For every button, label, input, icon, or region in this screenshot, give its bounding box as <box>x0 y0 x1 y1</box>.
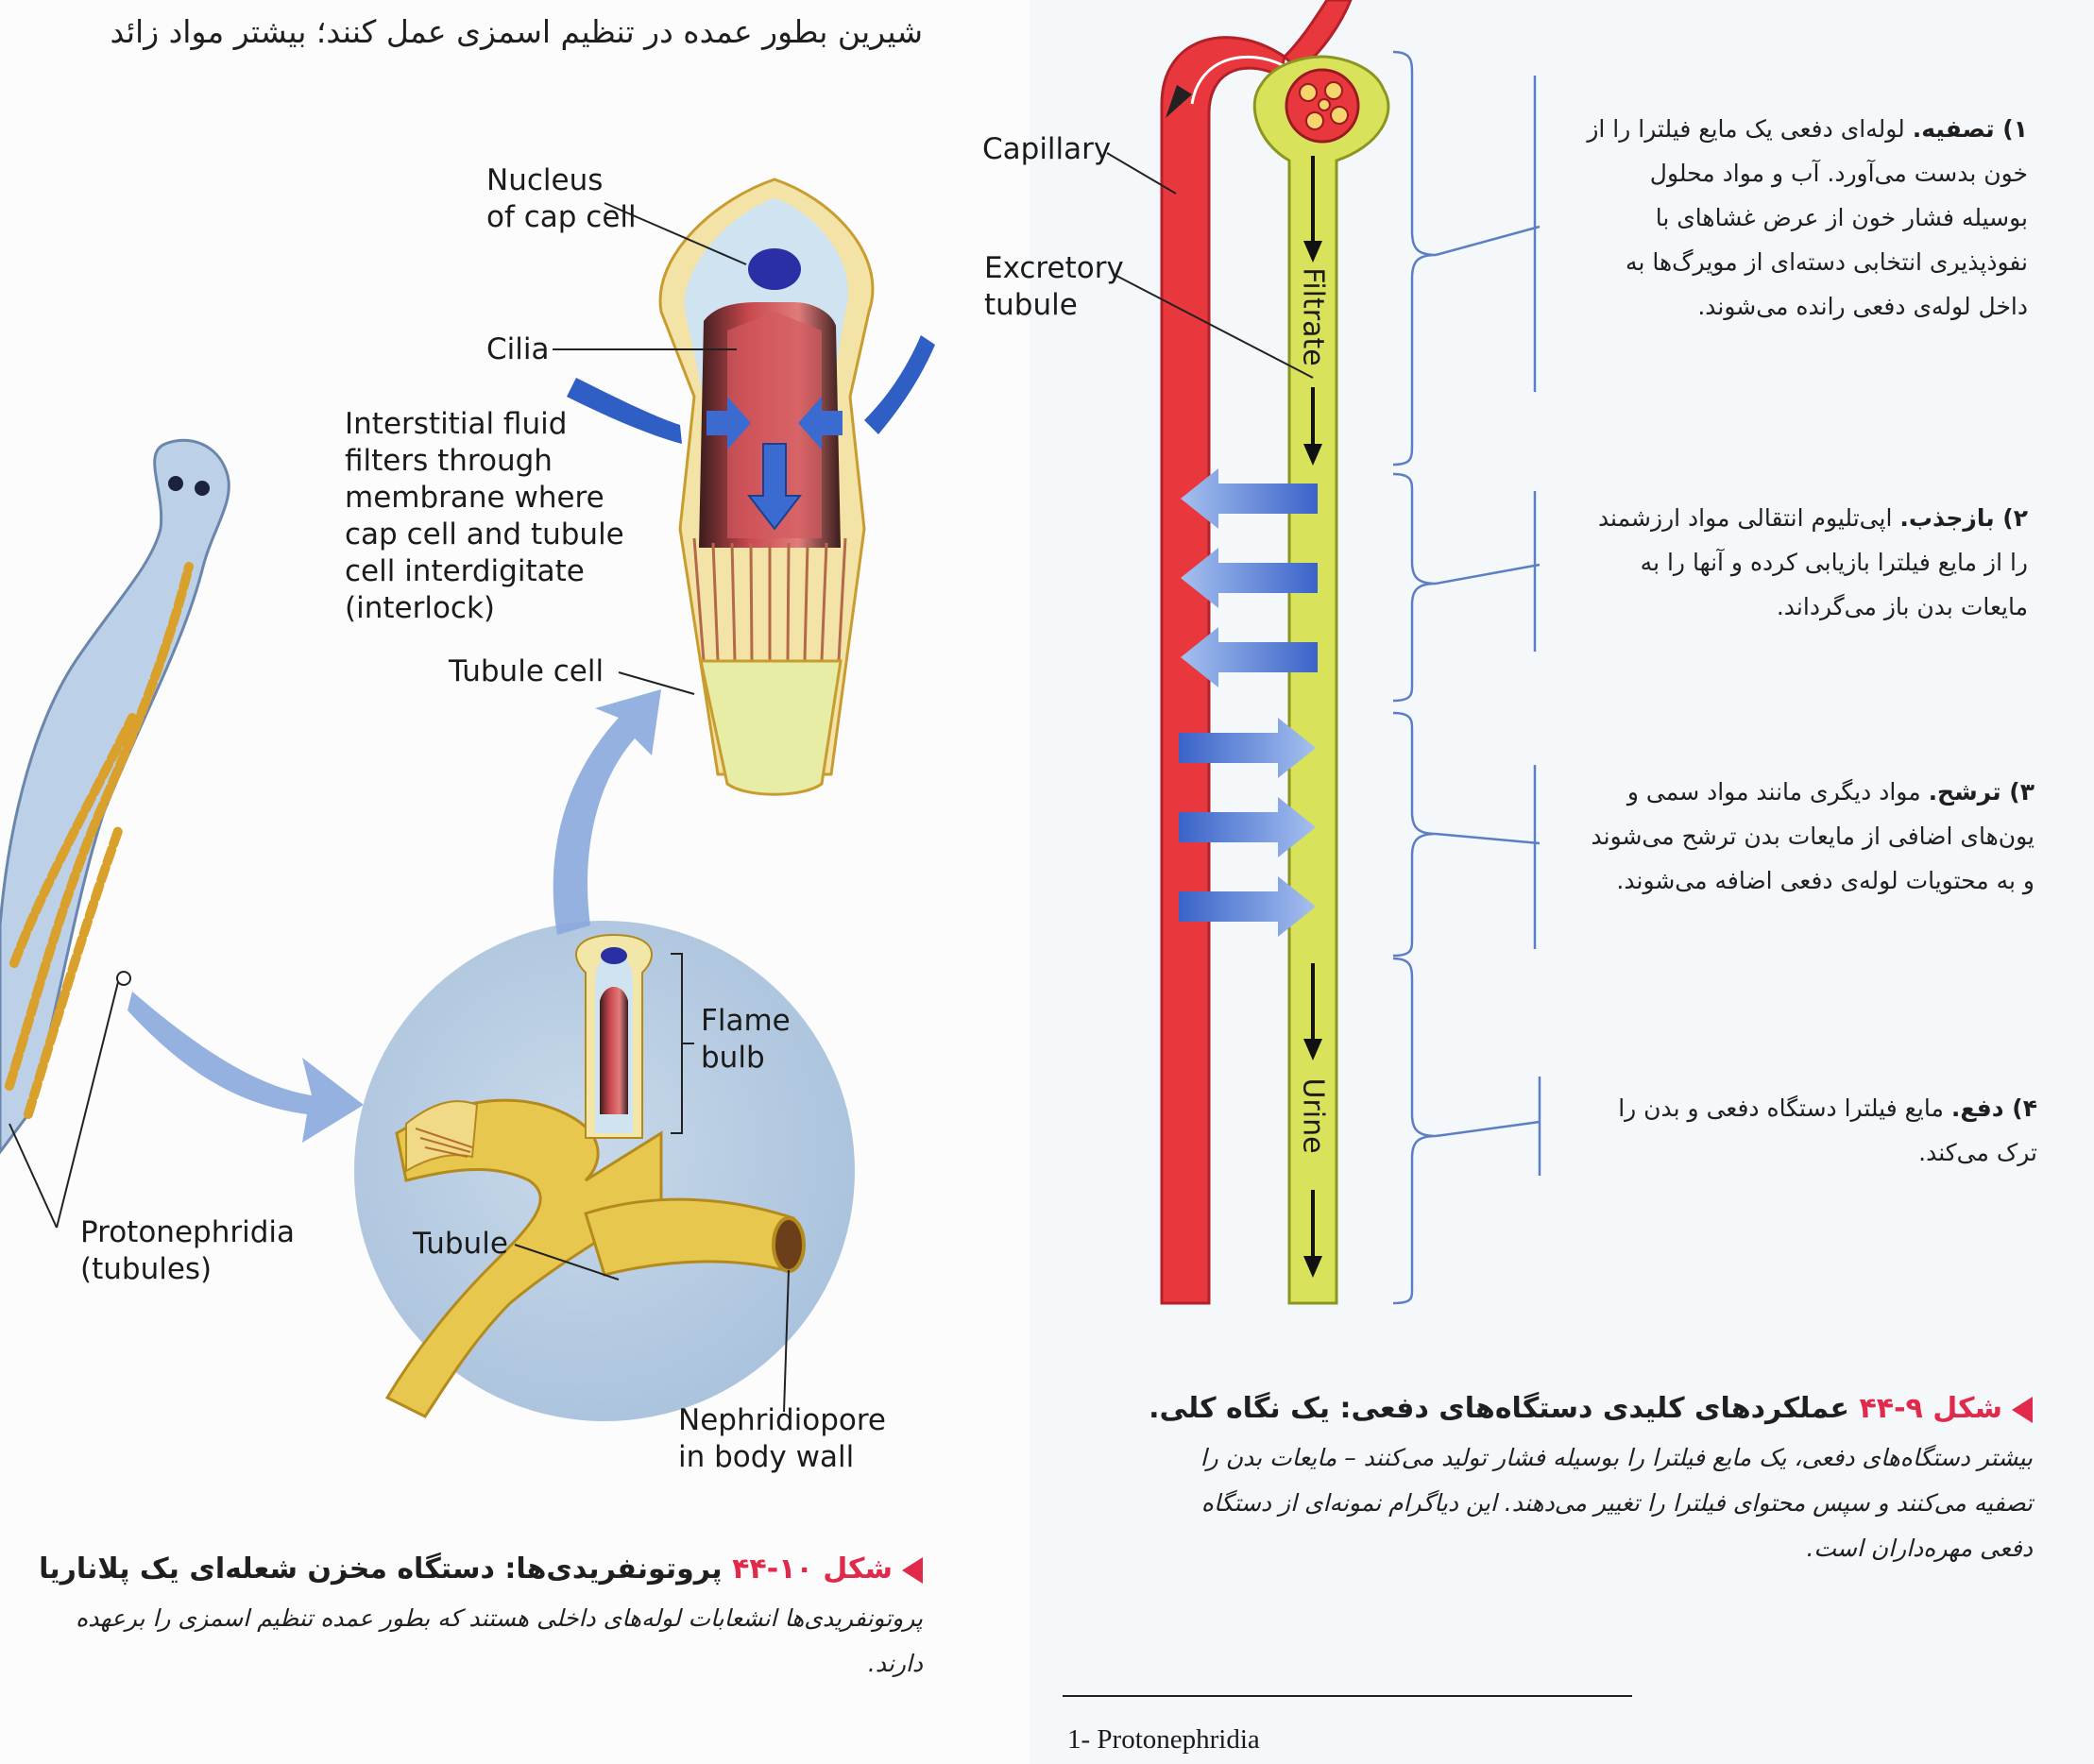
step-separators <box>1533 76 1541 1176</box>
excretory-tubule <box>1252 55 1390 1305</box>
right-caption-title: عملکردهای کلیدی دستگاه‌های دفعی: یک نگاه… <box>1149 1392 1849 1425</box>
label-tubule: Tubule <box>413 1227 508 1261</box>
step-2-reabsorption: ۲) بازجذب. اپی‌تلیوم انتقالی مواد ارزشمن… <box>1597 504 2028 620</box>
label-nucleus-of-cap-cell: Nucleus of cap cell <box>486 163 637 234</box>
step-4-title: ۴) دفع. <box>1950 1094 2037 1122</box>
left-caption-body: پروتونفریدی‌ها انشعابات لوله‌های داخلی ه… <box>76 1604 923 1677</box>
zoom-arrow-1 <box>128 992 364 1143</box>
large-flame-cell <box>567 178 935 796</box>
right-leader-lines <box>1106 152 1314 379</box>
cap-cell-nucleus <box>748 248 801 290</box>
caption-marker-icon <box>2012 1396 2033 1423</box>
left-caption-title: پروتونفریدی‌ها: دستگاه مخزن شعله‌ای یک پ… <box>39 1552 723 1586</box>
label-excretory-tubule: Excretory tubule <box>984 251 1124 322</box>
capillary-vessel <box>1160 0 1353 1305</box>
step-1-title: ۱) تصفیه. <box>1912 115 2028 143</box>
right-caption-title-row: شکل ۹-۴۴ عملکردهای کلیدی دستگاه‌های دفعی… <box>1088 1388 2033 1430</box>
label-tubule-cell: Tubule cell <box>449 654 604 688</box>
step-2-title: ۲) بازجذب. <box>1899 504 2028 532</box>
caption-marker-icon <box>902 1556 923 1584</box>
label-flame-bulb: Flame bulb <box>701 1004 791 1075</box>
secretion-arrows <box>1179 718 1316 937</box>
label-interstitial-fluid: Interstitial fluid filters through membr… <box>345 407 624 625</box>
footnote: 1- Protonephridia <box>1067 1724 1260 1755</box>
top-text-line: شیرین بطور عمده در تنظیم اسمزی عمل کنند؛… <box>110 13 923 50</box>
planarian-worm <box>0 438 230 1155</box>
label-cilia: Cilia <box>486 332 550 366</box>
label-capillary: Capillary <box>982 132 1112 166</box>
step-1-filtration: ۱) تصفیه. لوله‌ای دفعی یک مایع فیلترا را… <box>1587 115 2028 320</box>
step-3-title: ۳) ترشح. <box>1928 778 2034 806</box>
label-nephridiopore: Nephridiopore in body wall <box>678 1403 886 1474</box>
label-filtrate: Filtrate <box>1296 267 1330 366</box>
left-figure-caption: شکل ۱۰-۴۴ پروتونفریدی‌ها: دستگاه مخزن شع… <box>2 1549 923 1687</box>
step-3-secretion: ۳) ترشح. مواد دیگری مانند مواد سمی و یون… <box>1591 778 2034 894</box>
right-caption-body: بیشتر دستگاه‌های دفعی، یک مایع فیلترا را… <box>1200 1444 2033 1562</box>
small-flame-bulb <box>575 933 653 1139</box>
right-caption-number: شکل ۹-۴۴ <box>1859 1392 2002 1425</box>
left-caption-title-row: شکل ۱۰-۴۴ پروتونفریدی‌ها: دستگاه مخزن شع… <box>2 1549 923 1590</box>
left-leader-lines <box>9 202 790 1413</box>
step-4-excretion: ۴) دفع. مایع فیلترا دستگاه دفعی و بدن را… <box>1618 1094 2037 1166</box>
right-figure-caption: شکل ۹-۴۴ عملکردهای کلیدی دستگاه‌های دفعی… <box>1088 1388 2033 1571</box>
tubule-branch <box>384 1098 806 1418</box>
step-brackets <box>1392 50 1541 1305</box>
zoom-arrow-2 <box>553 689 661 935</box>
label-urine: Urine <box>1296 1077 1330 1154</box>
reabsorption-arrows <box>1181 468 1318 687</box>
left-caption-number: شکل ۱۰-۴۴ <box>732 1552 893 1586</box>
label-protonephridia: Protonephridia (tubules) <box>80 1215 295 1286</box>
